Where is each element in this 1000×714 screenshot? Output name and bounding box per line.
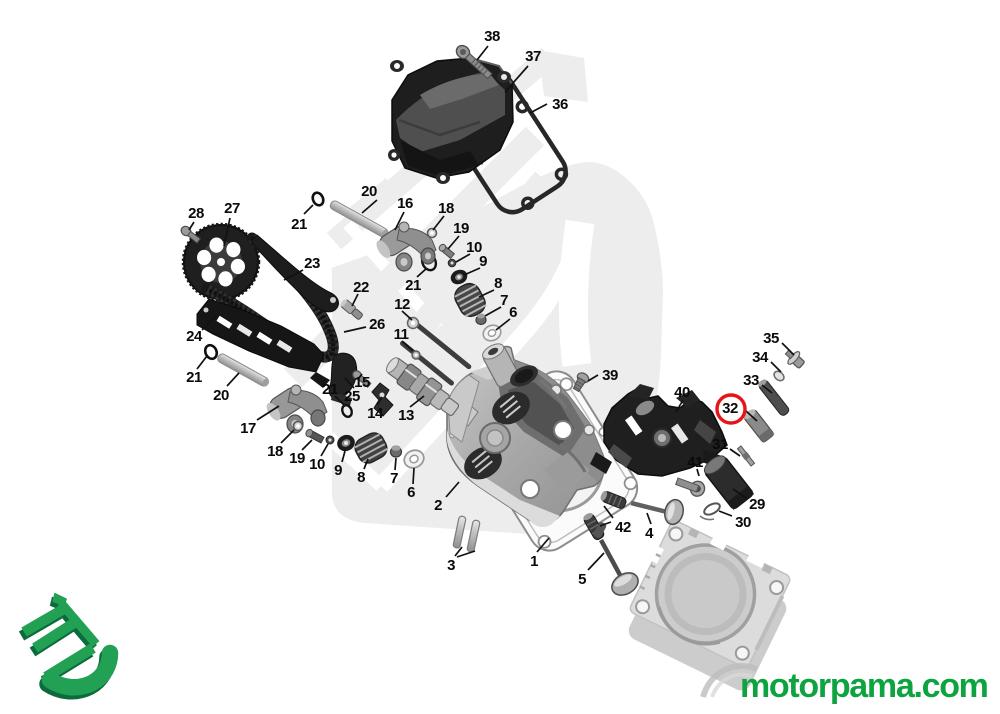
svg-text:7: 7: [500, 292, 508, 309]
svg-text:42: 42: [615, 519, 631, 536]
svg-text:21: 21: [405, 277, 421, 294]
svg-text:9: 9: [479, 253, 487, 270]
svg-text:20: 20: [361, 183, 377, 200]
svg-text:15: 15: [354, 374, 370, 391]
svg-text:23: 23: [304, 255, 320, 272]
svg-text:24: 24: [186, 328, 203, 345]
svg-text:33: 33: [743, 372, 759, 389]
svg-text:18: 18: [267, 443, 283, 460]
svg-text:31: 31: [712, 436, 728, 453]
svg-text:3: 3: [447, 557, 455, 574]
svg-text:40: 40: [674, 384, 690, 401]
svg-text:8: 8: [494, 275, 502, 292]
svg-text:36: 36: [552, 96, 568, 113]
svg-text:2: 2: [434, 497, 442, 514]
svg-text:motorpama.com: motorpama.com: [740, 667, 988, 705]
svg-text:6: 6: [509, 304, 517, 321]
svg-text:30: 30: [735, 514, 751, 531]
svg-text:1: 1: [530, 553, 538, 570]
svg-text:7: 7: [390, 470, 398, 487]
svg-text:19: 19: [289, 450, 305, 467]
svg-text:26: 26: [369, 316, 385, 333]
svg-text:28: 28: [188, 205, 204, 222]
svg-text:19: 19: [453, 220, 469, 237]
svg-text:14: 14: [367, 405, 384, 422]
svg-text:12: 12: [394, 296, 410, 313]
svg-text:39: 39: [602, 367, 618, 384]
svg-text:29: 29: [749, 496, 765, 513]
svg-text:11: 11: [394, 326, 409, 343]
svg-text:21: 21: [322, 381, 338, 398]
svg-text:18: 18: [438, 200, 454, 217]
svg-text:17: 17: [240, 420, 256, 437]
svg-text:38: 38: [484, 28, 500, 45]
svg-text:10: 10: [309, 456, 325, 473]
svg-text:34: 34: [752, 349, 769, 366]
svg-text:5: 5: [578, 571, 586, 588]
svg-text:13: 13: [398, 407, 414, 424]
svg-text:27: 27: [224, 200, 240, 217]
svg-text:6: 6: [407, 484, 415, 501]
svg-text:22: 22: [353, 279, 369, 296]
svg-text:41: 41: [687, 454, 703, 471]
svg-text:35: 35: [763, 330, 779, 347]
svg-text:20: 20: [213, 387, 229, 404]
svg-text:9: 9: [334, 462, 342, 479]
svg-text:21: 21: [186, 369, 202, 386]
svg-text:21: 21: [291, 216, 307, 233]
svg-text:25: 25: [344, 388, 360, 405]
svg-text:4: 4: [645, 525, 654, 542]
svg-text:8: 8: [357, 469, 365, 486]
svg-text:32: 32: [722, 400, 738, 417]
svg-text:10: 10: [466, 239, 482, 256]
svg-text:16: 16: [397, 195, 413, 212]
svg-text:37: 37: [525, 48, 541, 65]
